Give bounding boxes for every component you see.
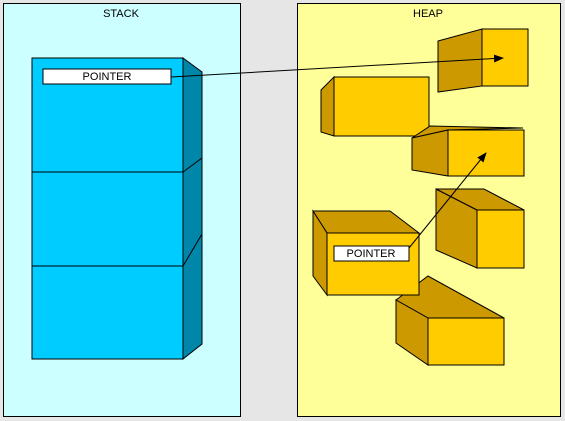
heap-block-c: [411, 125, 525, 177]
heap-block-d: [435, 188, 525, 269]
heap-pointer-arrow: [408, 152, 487, 249]
stack-side-divider-1: [182, 157, 203, 173]
stack-column: [31, 57, 203, 361]
stack-frame-2: [31, 171, 184, 267]
stack-side-divider-2: [182, 233, 203, 267]
heap-pointer-label: POINTER: [347, 248, 396, 260]
stack-frame-3: [31, 265, 184, 360]
heap-block-e: [395, 275, 505, 366]
stack-pointer-label: POINTER: [83, 71, 132, 83]
heap-title: HEAP: [413, 8, 443, 20]
heap-block-f: [312, 209, 421, 297]
stack-pointer-arrow: [170, 54, 504, 78]
stack-column-side: [182, 57, 203, 361]
heap-pointer-box: [333, 245, 410, 262]
heap-block-b: [320, 75, 430, 137]
stack-title: STACK: [103, 8, 140, 20]
